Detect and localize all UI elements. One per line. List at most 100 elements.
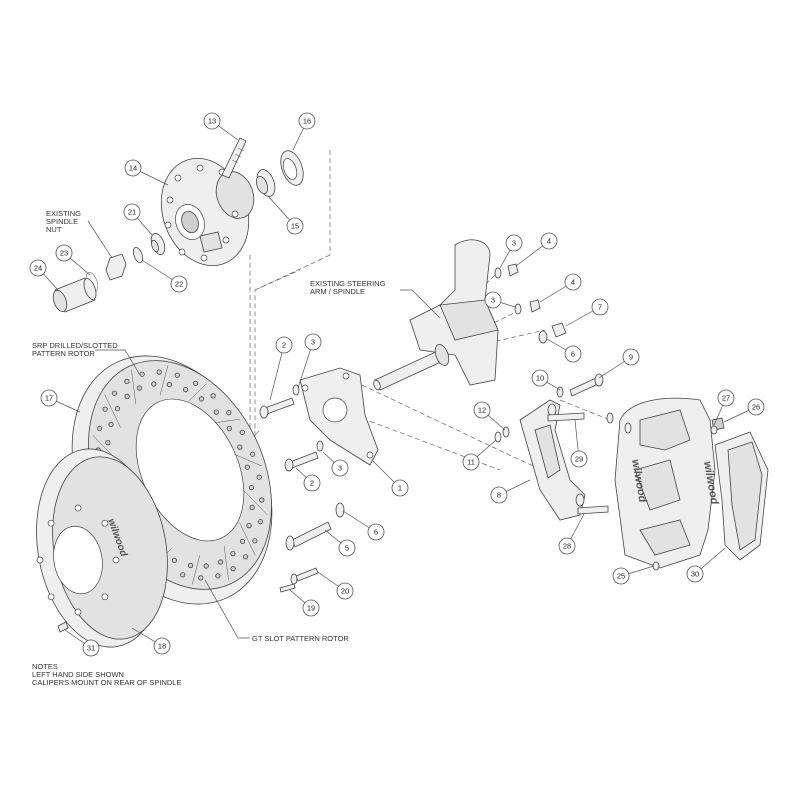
callout-5: 5 <box>324 529 356 557</box>
callout-6-left: 6 <box>342 510 385 541</box>
steering-spindle <box>373 239 499 391</box>
svg-text:3: 3 <box>491 296 495 305</box>
svg-text:4: 4 <box>547 237 551 246</box>
callout-29: 29 <box>570 419 588 468</box>
hat-screw <box>57 621 69 633</box>
drill-hole <box>105 439 111 446</box>
svg-text:3: 3 <box>338 464 342 473</box>
middle-nut-washer <box>514 299 541 315</box>
drill-hole <box>198 575 204 581</box>
caliper: wilwood wilwood <box>614 397 720 571</box>
drill-hole <box>243 554 249 560</box>
callout-19: 19 <box>289 589 320 617</box>
svg-text:25: 25 <box>617 572 625 581</box>
drill-hole <box>102 406 108 412</box>
rotor-slot <box>242 489 268 515</box>
svg-text:2: 2 <box>282 341 286 350</box>
callout-15: 15 <box>267 195 304 235</box>
drill-hole <box>180 572 186 578</box>
rotor-slot <box>239 522 256 556</box>
callout-2-upper: 2 <box>269 336 293 401</box>
notes-line-2: CALIPERS MOUNT ON REAR OF SPINDLE <box>32 678 181 687</box>
hat-hole <box>74 504 82 512</box>
svg-text:1: 1 <box>398 484 402 493</box>
callout-27: 27 <box>713 389 735 426</box>
drill-hole <box>151 381 157 387</box>
callout-17: 17 <box>40 389 81 413</box>
bleeder <box>710 417 725 435</box>
caliper-bracket <box>519 399 586 521</box>
drill-hole <box>183 386 189 393</box>
drill-hole <box>250 451 256 457</box>
hat-hole <box>47 519 55 527</box>
svg-text:3: 3 <box>311 338 315 347</box>
hat-hole <box>47 593 55 601</box>
callout-3-mid-left: 3 <box>322 451 349 477</box>
text-labels: EXISTING SPINDLE NUT EXISTING STEERING A… <box>32 209 386 687</box>
drill-hole <box>108 421 114 427</box>
callout-11: 11 <box>462 439 497 471</box>
rotor-slot <box>223 545 229 581</box>
drill-hole <box>174 372 180 378</box>
svg-text:6: 6 <box>571 350 575 359</box>
callout-7: 7 <box>565 298 609 327</box>
svg-text:2: 2 <box>310 479 314 488</box>
bearing-race <box>280 150 304 186</box>
svg-text:26: 26 <box>752 403 760 412</box>
drill-hole <box>246 522 252 529</box>
hat-hole <box>74 608 82 616</box>
callout-20: 20 <box>317 571 354 600</box>
drill-hole <box>226 409 232 416</box>
drill-hole <box>252 538 258 544</box>
svg-text:22: 22 <box>175 280 183 289</box>
callout-8: 8 <box>490 479 531 504</box>
drill-hole <box>215 573 221 579</box>
washer <box>132 246 144 264</box>
steering-label-2: ARM / SPINDLE <box>310 287 365 296</box>
callout-10: 10 <box>531 369 561 391</box>
drill-hole <box>124 378 130 384</box>
callout-9: 9 <box>598 348 640 379</box>
mounting-bracket <box>299 367 379 466</box>
spindle-nut <box>105 253 127 281</box>
svg-text:3: 3 <box>512 239 516 248</box>
outer-bearing <box>255 169 276 197</box>
svg-text:5: 5 <box>345 544 349 553</box>
callout-3-mid-right: 3 <box>484 291 516 309</box>
svg-text:16: 16 <box>303 117 311 126</box>
drill-hole <box>239 538 246 544</box>
spindle-nut-label-2: SPINDLE <box>46 217 78 226</box>
upper-nut-washer <box>494 263 519 279</box>
callout-3-upper-right: 3 <box>499 234 523 269</box>
wheel-stud <box>221 137 247 179</box>
gt-slot-label: GT SLOT PATTERN ROTOR <box>252 634 349 643</box>
drill-hole <box>136 385 142 391</box>
drill-hole <box>156 369 162 375</box>
label-leaders <box>87 220 441 639</box>
callout-13: 13 <box>203 112 239 141</box>
callout-21: 21 <box>123 203 153 236</box>
svg-text:20: 20 <box>341 587 349 596</box>
drill-hole <box>203 563 209 569</box>
rotor-slot <box>159 365 169 396</box>
svg-text:12: 12 <box>478 406 486 415</box>
svg-text:17: 17 <box>45 394 53 403</box>
rotor-slot <box>191 554 201 585</box>
callout-24: 24 <box>29 259 59 291</box>
drill-hole <box>166 381 172 388</box>
spindle-nut-label-1: EXISTING <box>46 209 81 218</box>
hat-hole <box>101 593 109 601</box>
spindle-nut-label-3: NUT <box>46 225 62 234</box>
drill-hole <box>237 444 243 450</box>
hat-hole <box>36 556 44 564</box>
callout-4-upper: 4 <box>515 232 558 267</box>
svg-text:7: 7 <box>598 303 602 312</box>
svg-text:13: 13 <box>208 117 216 126</box>
svg-text:30: 30 <box>691 570 699 579</box>
callout-12: 12 <box>473 401 506 431</box>
rotor-slot <box>188 383 207 402</box>
bolt-upper-left <box>259 384 300 419</box>
callout-3-upper-left: 3 <box>297 333 322 389</box>
callout-18: 18 <box>131 627 171 655</box>
callout-26: 26 <box>723 398 765 423</box>
